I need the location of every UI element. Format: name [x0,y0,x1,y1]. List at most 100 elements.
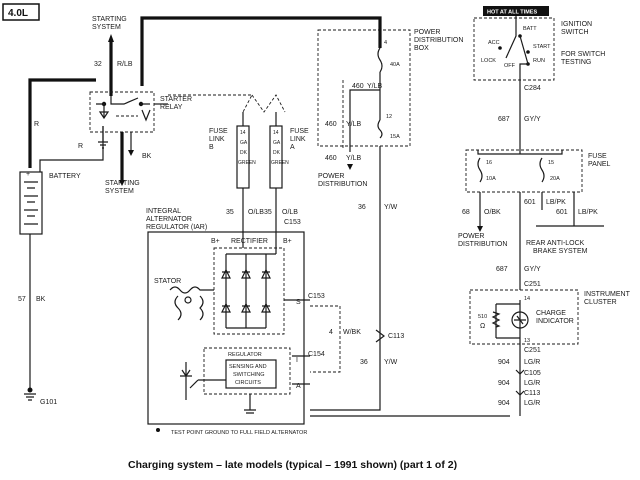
test-point-icon [156,428,160,432]
svg-text:C251: C251 [524,281,541,288]
svg-text:INDICATOR: INDICATOR [536,318,574,325]
battery: BATTERY + [19,171,81,235]
regulator: REGULATOR SENSING AND SWITCHING CIRCUITS [180,347,291,414]
svg-text:R: R [34,121,39,128]
svg-text:S: S [296,299,301,306]
svg-text:10A: 10A [486,176,496,182]
svg-text:C113: C113 [524,390,540,397]
svg-text:STARTER: STARTER [160,96,192,103]
svg-text:SWITCHING: SWITCHING [233,372,264,378]
svg-text:B+: B+ [211,238,220,245]
fuse-link-dashed-connector [168,94,286,113]
svg-text:A: A [290,144,295,151]
svg-text:LINK: LINK [290,136,306,143]
charge-indicator-lamp-icon [511,311,529,329]
fuse-panel: FUSE PANEL 16 15 10A 20A [465,149,611,193]
svg-text:TEST POINT GROUND TO FULL FIEL: TEST POINT GROUND TO FULL FIELD ALTERNAT… [171,430,307,436]
svg-text:HOT AT ALL TIMES: HOT AT ALL TIMES [487,10,537,16]
svg-text:LG/R: LG/R [524,380,540,387]
engine-label: 4.0L [8,8,28,19]
svg-text:IGNITION: IGNITION [561,21,592,28]
svg-text:BATT: BATT [523,26,537,32]
svg-text:12: 12 [386,114,392,120]
svg-text:START: START [533,44,551,50]
svg-text:36: 36 [360,359,368,366]
svg-text:BK: BK [36,296,46,303]
fuse-link-feeds [242,112,277,126]
svg-text:14: 14 [273,130,279,136]
svg-text:CLUSTER: CLUSTER [584,299,617,306]
svg-text:C105: C105 [524,370,541,377]
stator: STATOR [154,278,214,321]
iar-labels: INTEGRAL ALTERNATOR REGULATOR (IAR) [146,208,207,231]
svg-text:Y/W: Y/W [384,359,398,366]
wire-460-y-lb-left [349,89,380,152]
svg-text:20A: 20A [550,176,560,182]
svg-text:C251: C251 [524,347,541,354]
svg-text:GY/Y: GY/Y [524,116,541,123]
svg-text:GA: GA [273,140,281,146]
svg-text:RECTIFIER: RECTIFIER [231,238,268,245]
svg-text:LB/PK: LB/PK [578,209,598,216]
svg-text:GREEN: GREEN [271,160,289,166]
svg-text:C284: C284 [524,85,541,92]
svg-text:STARTING: STARTING [105,180,140,187]
ground-icon [98,141,108,149]
svg-text:460: 460 [325,121,337,128]
svg-text:RELAY: RELAY [160,104,183,111]
svg-text:POWER: POWER [414,29,440,36]
svg-text:904: 904 [498,359,510,366]
svg-text:GREEN: GREEN [238,160,256,166]
svg-text:57: 57 [18,296,26,303]
starting-system-bottom: STARTING SYSTEM [105,180,140,195]
svg-text:TESTING: TESTING [561,59,591,66]
svg-text:Y/W: Y/W [384,204,398,211]
svg-text:C153: C153 [284,219,301,226]
svg-text:15: 15 [548,160,554,166]
svg-text:13: 13 [524,338,530,344]
ground-icon [24,393,36,401]
wire-r-battery-cable [28,78,96,168]
svg-text:BOX: BOX [414,45,429,52]
svg-text:DK: DK [240,150,248,156]
svg-text:C154: C154 [308,351,325,358]
ground-icon [244,394,256,414]
svg-text:SWITCH: SWITCH [561,29,589,36]
svg-text:35: 35 [264,209,272,216]
power-distribution-box: POWER DISTRIBUTION BOX 4 40A 12 15A [317,29,463,147]
arrow-down-icon [119,180,125,186]
svg-text:DISTRIBUTION: DISTRIBUTION [414,37,463,44]
engine-tag: 4.0L [2,3,40,21]
svg-text:G101: G101 [40,399,57,406]
svg-text:4: 4 [329,329,333,336]
svg-text:LINK: LINK [209,136,225,143]
iar-terminals [284,299,310,385]
iar-battery-feeds [242,232,277,254]
svg-text:DISTRIBUTION: DISTRIBUTION [318,181,367,188]
svg-text:LB/PK: LB/PK [546,199,566,206]
svg-text:BRAKE SYSTEM: BRAKE SYSTEM [533,248,588,255]
svg-text:687: 687 [498,116,510,123]
svg-text:Y/LB: Y/LB [346,121,362,128]
wire-r-relay-to-battery [39,126,104,172]
arrow-down-icon [347,164,353,170]
wire-main-feed [140,16,382,86]
svg-text:CIRCUITS: CIRCUITS [235,380,261,386]
fuse-link-b: FUSE LINK B 14 GA DK GREEN [209,125,256,189]
svg-text:Ω: Ω [480,323,485,330]
svg-text:LG/R: LG/R [524,359,540,366]
svg-text:FUSE: FUSE [290,128,309,135]
ground-point-icon [27,387,33,393]
svg-text:B: B [209,144,214,151]
svg-text:POWER: POWER [318,173,344,180]
svg-text:O/LB: O/LB [248,209,264,216]
svg-text:FUSE: FUSE [209,128,228,135]
iar-box [147,231,305,425]
arrow-down-icon [477,226,483,232]
wire-601-lb-pk [536,192,604,227]
svg-text:BATTERY: BATTERY [49,173,81,180]
svg-text:C153: C153 [308,293,325,300]
svg-text:W/BK: W/BK [343,329,361,336]
svg-text:REGULATOR: REGULATOR [228,352,262,358]
